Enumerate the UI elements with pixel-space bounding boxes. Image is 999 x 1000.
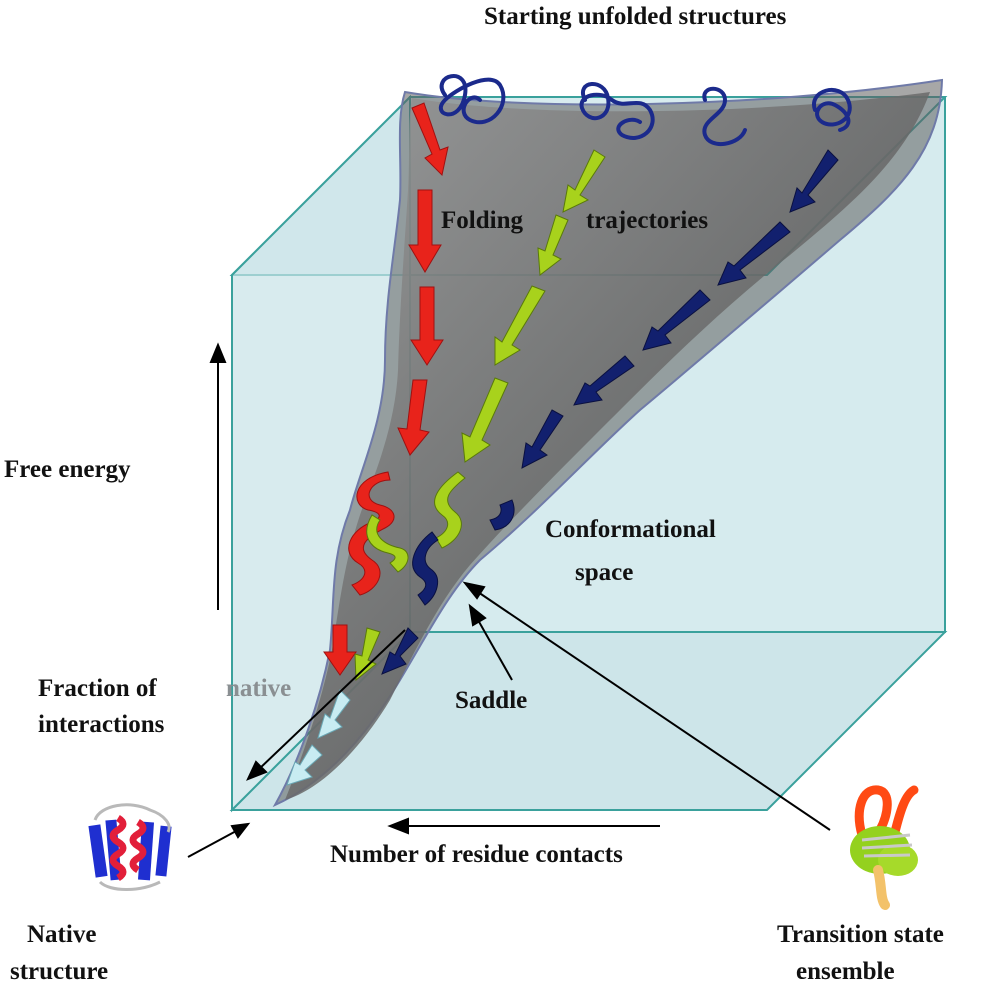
native-structure-strand bbox=[88, 824, 108, 878]
trajectory-arrow bbox=[562, 149, 606, 213]
trajectory-arrow bbox=[381, 627, 419, 675]
label-conformational-space-line1: Conformational bbox=[545, 516, 716, 543]
trajectory-arrow bbox=[286, 744, 323, 786]
transition-state-icon bbox=[850, 785, 919, 910]
unfolded-coil-4 bbox=[812, 88, 852, 132]
trajectory-ribbon bbox=[412, 531, 439, 606]
transition-state-sheet bbox=[861, 833, 913, 858]
label-interactions: interactions bbox=[38, 711, 165, 738]
trajectory-arrow bbox=[537, 214, 569, 276]
trajectory-arrow bbox=[317, 689, 351, 739]
trajectory-lightblue bbox=[286, 689, 351, 786]
trajectory-arrow bbox=[461, 377, 509, 463]
trajectory-arrow bbox=[521, 409, 564, 469]
fraction-native-arrowhead bbox=[246, 760, 268, 781]
native-structure-loop bbox=[93, 803, 171, 891]
saddle-arrow bbox=[477, 619, 513, 681]
trajectory-ribbon bbox=[489, 499, 515, 531]
label-free-energy: Free energy bbox=[4, 456, 131, 483]
trajectory-arrow bbox=[397, 379, 430, 456]
trajectory-arrow bbox=[323, 624, 357, 676]
trajectory-arrow bbox=[410, 286, 444, 366]
label-starting-unfolded-structures: Starting unfolded structures bbox=[484, 3, 787, 30]
trajectory-arrow bbox=[789, 149, 839, 213]
residue-contacts-arrowhead bbox=[387, 817, 409, 835]
label-fraction-native: native bbox=[226, 675, 292, 702]
native-structure-helix bbox=[129, 818, 147, 874]
label-native-structure-line1: Native bbox=[27, 921, 97, 948]
label-saddle: Saddle bbox=[455, 687, 528, 714]
label-fraction-of: Fraction of bbox=[38, 675, 157, 702]
transition-state-loop bbox=[890, 785, 919, 837]
trajectory-arrow bbox=[573, 355, 635, 406]
label-conformational-space-line2: space bbox=[575, 559, 634, 586]
native-structure-helix bbox=[109, 814, 127, 882]
trajectory-navy bbox=[381, 149, 839, 675]
trajectory-ribbon bbox=[366, 514, 409, 573]
native-structure-strand bbox=[155, 825, 172, 877]
transition-state-arrow bbox=[474, 589, 831, 831]
transition-state-arrowhead bbox=[462, 581, 486, 600]
label-number-of-residue-contacts: Number of residue contacts bbox=[330, 841, 623, 868]
label-native-structure-line2: structure bbox=[10, 958, 109, 985]
native-structure-arrow bbox=[187, 829, 239, 858]
transition-state-core bbox=[878, 844, 918, 876]
trajectory-arrow bbox=[642, 289, 711, 351]
label-transition-state-line1: Transition state bbox=[777, 921, 944, 948]
trajectory-arrow bbox=[408, 189, 442, 273]
trajectory-arrow bbox=[354, 627, 381, 682]
unfolded-coil-3 bbox=[702, 86, 747, 146]
label-transition-state-line2: ensemble bbox=[796, 958, 895, 985]
transition-state-loop bbox=[854, 785, 892, 840]
transition-state-tail bbox=[873, 865, 890, 910]
unfolded-coil-2 bbox=[579, 82, 655, 140]
funnel-core bbox=[285, 92, 930, 800]
unfolded-coil-1 bbox=[438, 74, 506, 125]
unfolded-coils bbox=[438, 74, 852, 146]
trajectory-arrow bbox=[717, 221, 791, 286]
trajectory-arrow bbox=[411, 102, 449, 177]
saddle-arrowhead bbox=[468, 603, 487, 627]
trajectory-arrow bbox=[494, 285, 546, 366]
annotation-arrows bbox=[187, 342, 831, 858]
fraction-native-arrow bbox=[257, 629, 406, 771]
free-energy-arrowhead bbox=[209, 342, 227, 363]
label-trajectories: trajectories bbox=[586, 207, 709, 234]
native-structure-icon bbox=[88, 803, 172, 891]
native-structure-arrowhead bbox=[230, 822, 251, 839]
energy-funnel bbox=[272, 78, 944, 808]
label-folding: Folding bbox=[441, 207, 523, 234]
